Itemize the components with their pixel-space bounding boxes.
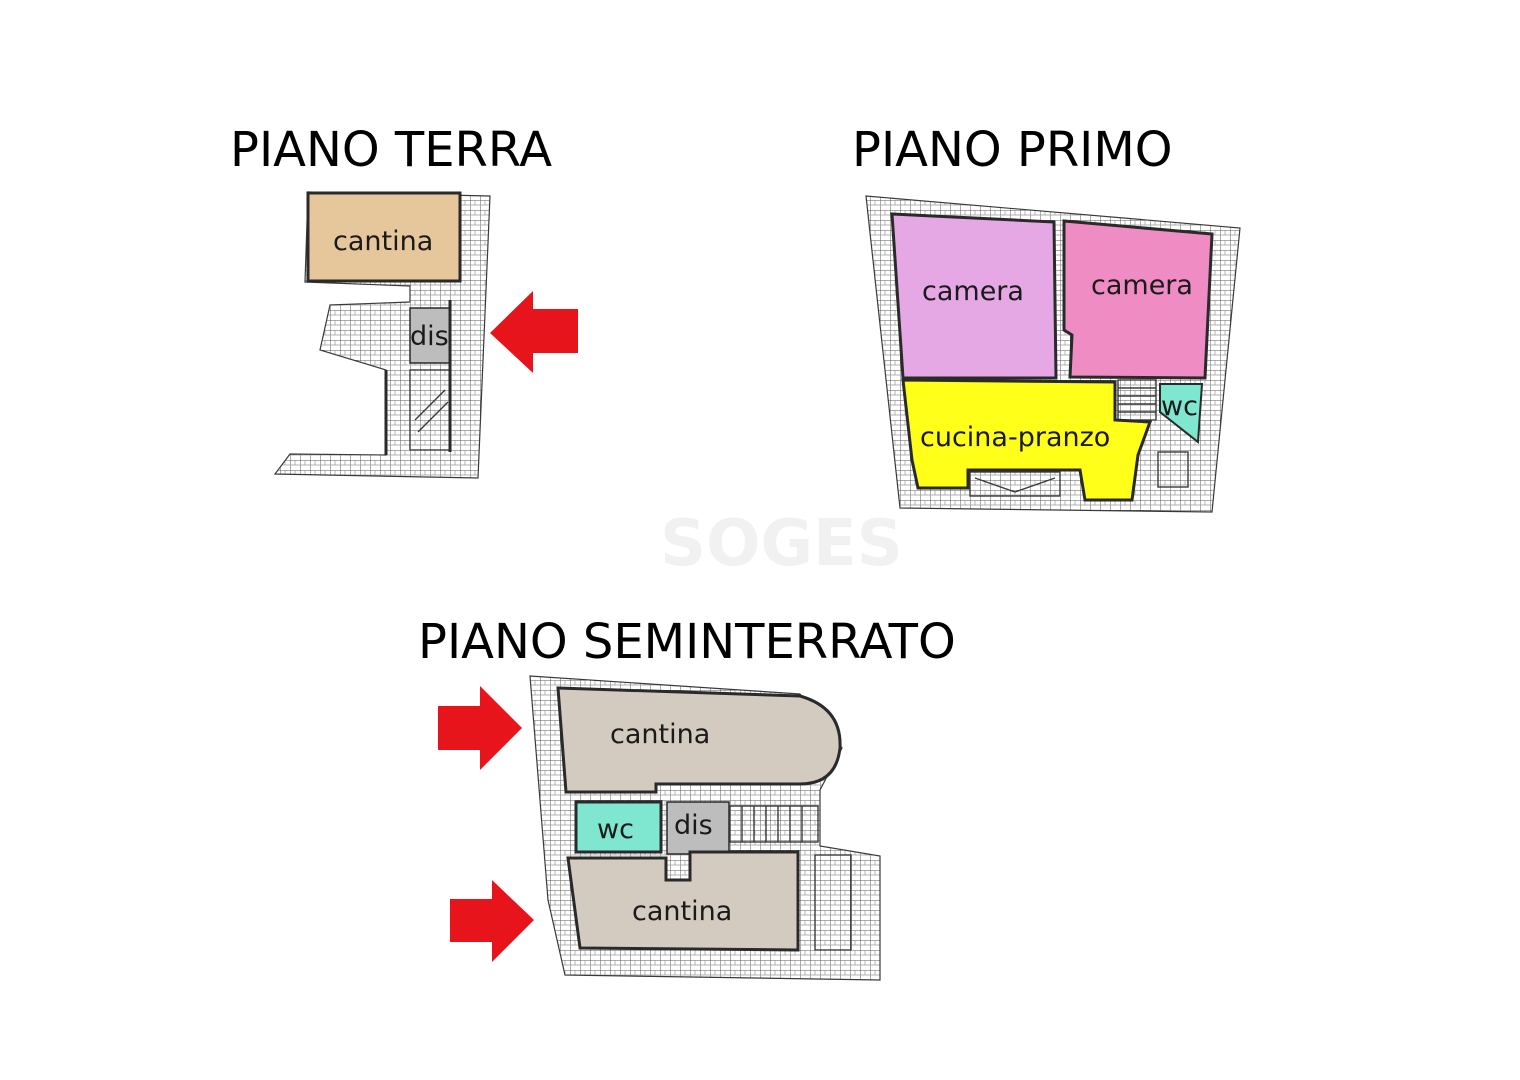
floor-piano-seminterrato: PIANO SEMINTERRATO cantina wc dis cantin… [418,614,956,981]
shaft-primo [1157,451,1189,488]
floor-title-seminterrato: PIANO SEMINTERRATO [418,614,956,670]
room-dis-sem [666,801,730,855]
room-label-dis-sem: dis [674,810,713,841]
room-label-camera-2: camera [1091,270,1193,301]
room-cucina-pranzo [901,378,1153,502]
floor-piano-primo: PIANO PRIMO camera camera wc cucina-pran… [852,122,1241,513]
walls-terra [384,300,452,455]
room-camera-2 [1062,219,1214,380]
room-label-cantina-sem-2: cantina [632,896,732,927]
balcony-primo [969,471,1061,497]
stair-lines-sem [741,806,803,842]
room-cantina-sem-2 [566,850,800,952]
entrance-arrow-sem-2 [450,880,534,962]
room-wc-primo [1159,383,1204,444]
room-camera-1 [890,212,1058,380]
watermark: SOGES [660,507,903,581]
entrance-arrow-terra [490,291,578,373]
room-label-dis-terra: dis [410,321,449,352]
entrance-arrow-sem-1 [438,686,522,770]
room-wc-sem [574,800,663,854]
balcony-lines-primo [974,477,1056,493]
room-label-cantina-sem-1: cantina [610,719,710,750]
stair-lines-primo [1118,387,1156,413]
shaft-sem [814,854,852,951]
floor-title-terra: PIANO TERRA [230,122,552,178]
floor-piano-terra: PIANO TERRA cantina dis [230,122,578,479]
room-label-cucina-pranzo: cucina-pranzo [920,422,1110,453]
room-label-wc-sem: wc [597,814,634,845]
room-cantina-terra [306,191,462,283]
stair-lines-terra [414,389,449,433]
room-label-cantina-terra: cantina [333,226,433,257]
room-label-camera-1: camera [922,276,1024,307]
room-label-wc-primo: wc [1161,391,1198,422]
floor-title-primo: PIANO PRIMO [852,122,1173,178]
room-cantina-sem-1 [556,686,842,794]
stair-sem [729,805,819,843]
